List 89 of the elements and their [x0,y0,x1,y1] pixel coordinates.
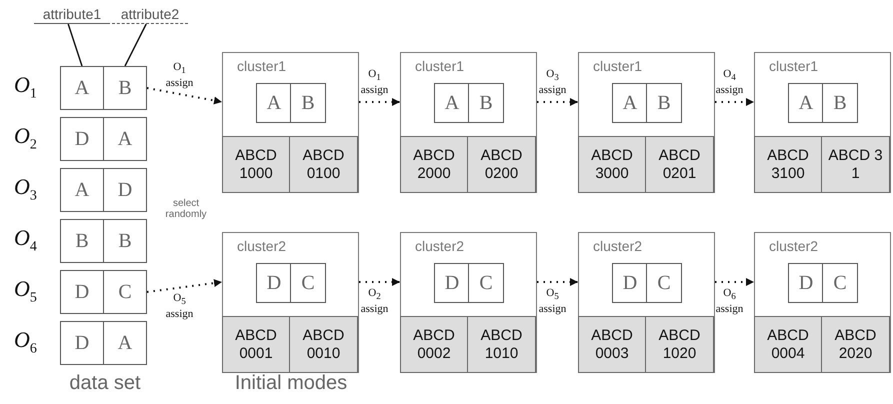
cluster-title: cluster1 [415,58,464,74]
mode-cell: A [434,83,470,123]
cluster-title: cluster2 [237,238,286,254]
caption: data set [68,372,142,395]
cluster-title: cluster1 [237,58,286,74]
frequency-cell: ABCD 0003 [578,316,646,373]
frequency-cell: ABCD 0002 [400,316,468,373]
frequency-cell: ABCD 0004 [754,316,822,373]
attribute-cell: A [103,321,147,365]
leader-line [68,24,83,66]
edge-label: O$_{4}$ assign [714,68,744,98]
mode-cell: C [290,263,326,303]
mode-cell: A [788,83,824,123]
object-label: O$_{2}$ [14,123,37,154]
mode-cell: A [256,83,292,123]
mode-cell: D [434,263,470,303]
frequency-cell: ABCD 0201 [645,136,714,193]
mode-cell: C [468,263,504,303]
caption: Initial modes [234,372,348,395]
column-header: attribute2 [112,6,188,24]
frequency-cell: ABCD 0001 [222,316,290,373]
attribute-cell: D [103,168,147,212]
dotted-arrow [715,278,754,286]
attribute-cell: D [60,117,104,161]
edge-label: O$_{1}$ assign [164,61,194,90]
mode-cell: B [290,83,326,123]
mode-cell: D [256,263,292,303]
column-header: attribute1 [34,6,110,24]
mode-cell: C [822,263,858,303]
cluster-title: cluster2 [593,238,642,254]
object-label: O$_{3}$ [14,174,37,204]
object-label: O$_{6}$ [14,327,37,358]
attribute-cell: B [103,219,147,263]
attribute-cell: D [60,321,104,365]
cluster-title: cluster2 [769,238,818,254]
cluster-box [222,52,359,193]
frequency-cell: ABCD 1010 [467,316,536,373]
cluster-box [578,232,715,373]
mode-cell: B [468,83,504,123]
mode-cell: A [612,83,648,123]
edge-label: O$_{5}$ assign [538,287,568,316]
edge-label: O$_{3}$ assign [538,68,568,98]
leader-line [124,24,147,66]
edge-label: O$_{6}$ assign [714,287,744,316]
edge-label: O$_{2}$ assign [360,287,390,316]
mode-cell: D [612,263,648,303]
object-label: O$_{5}$ [14,276,37,306]
attribute-cell: D [60,270,104,314]
mode-cell: C [646,263,682,303]
frequency-cell: ABCD 3000 [578,136,646,193]
dotted-arrow [146,87,222,104]
edge-label: O$_{1}$ assign [360,68,390,98]
frequency-cell: ABCD 0010 [289,316,358,373]
attribute-cell: A [60,66,104,110]
cluster-title: cluster2 [415,238,464,254]
dotted-arrow [359,278,400,286]
attribute-cell: A [60,168,104,212]
frequency-cell: ABCD 3 1 [821,136,890,193]
object-label: O$_{1}$ [14,72,37,102]
object-label: O$_{4}$ [14,225,37,256]
mode-cell: B [646,83,682,123]
cluster-title: cluster1 [593,58,642,74]
attribute-cell: A [103,117,147,161]
mode-cell: B [822,83,858,123]
cluster-box [578,52,715,193]
frequency-cell: ABCD 2020 [821,316,890,373]
select-note: select randomly [164,198,208,220]
frequency-cell: ABCD 2000 [400,136,468,193]
frequency-cell: ABCD 1000 [222,136,290,193]
dotted-arrow [537,278,578,286]
frequency-cell: ABCD 1020 [645,316,714,373]
attribute-cell: B [103,66,147,110]
dotted-arrow [359,98,400,106]
attribute-cell: B [60,219,104,263]
frequency-cell: ABCD 0200 [467,136,536,193]
frequency-cell: ABCD 3100 [754,136,822,193]
cluster-box [400,52,537,193]
frequency-cell: ABCD 0100 [289,136,358,193]
edge-label: O$_{5}$ assign [164,292,194,322]
dotted-arrow [146,279,222,293]
cluster-box [754,52,891,193]
cluster-box [754,232,891,373]
attribute-cell: C [103,270,147,314]
cluster-title: cluster1 [769,58,818,74]
cluster-box [400,232,537,373]
mode-cell: D [788,263,824,303]
dotted-arrow [715,98,754,106]
cluster-box [222,232,359,373]
dotted-arrow [537,98,578,106]
